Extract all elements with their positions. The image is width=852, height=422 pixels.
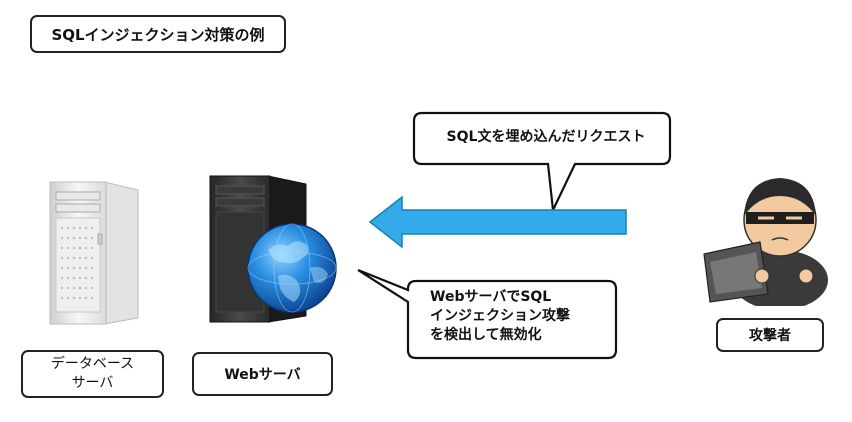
detect-callout-bubble [357, 268, 618, 360]
database-server-label-line-1: データベース [50, 356, 135, 372]
detect-callout-line-2: インジェクション攻撃 [430, 308, 570, 324]
request-callout-text: SQL文を埋め込んだリクエスト [446, 129, 646, 145]
web-server-label: Webサーバ [192, 352, 333, 396]
detect-callout-text: WebサーバでSQL インジェクション攻撃 を検出して無効化 [430, 288, 610, 345]
database-server-label: データベース サーバ [21, 350, 164, 398]
request-arrow [368, 195, 627, 249]
database-server-label-line-2: サーバ [71, 375, 114, 391]
detect-callout-line-1: WebサーバでSQL [430, 289, 552, 305]
attacker-label: 攻撃者 [716, 318, 824, 352]
request-callout-bubble [412, 111, 672, 214]
database-server-icon [49, 181, 139, 325]
diagram-title: SQLインジェクション対策の例 [30, 15, 286, 53]
detect-callout-line-3: を検出して無効化 [430, 327, 542, 343]
web-server-icon [209, 175, 337, 323]
attacker-icon [703, 178, 828, 306]
